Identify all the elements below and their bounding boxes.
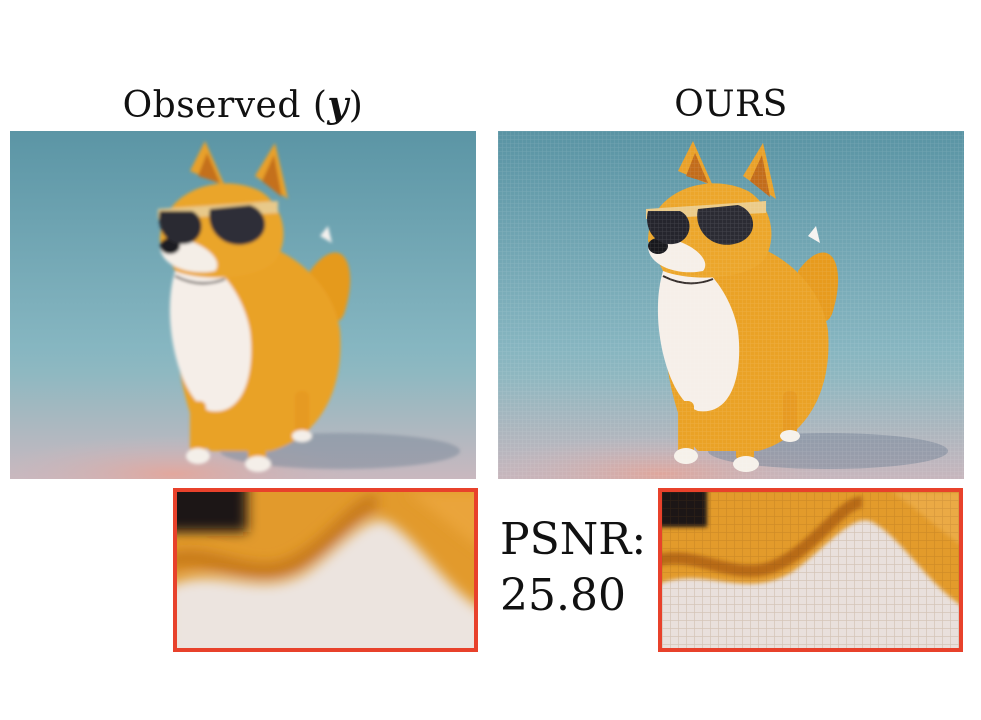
ours-zoom-crop [658,488,963,652]
ours-image [498,131,964,479]
observed-dog-illustration [10,131,476,479]
observed-variable: y [327,84,349,126]
psnr-annotation: PSNR: 25.80 [500,512,646,624]
observed-title: Observed (y) [122,84,364,126]
observed-image [10,131,476,479]
ours-dog-illustration [498,131,964,479]
psnr-value: 25.80 [500,570,626,621]
psnr-label: PSNR: [500,514,647,565]
ours-title: OURS [674,84,788,125]
observed-zoom-crop [173,488,478,652]
